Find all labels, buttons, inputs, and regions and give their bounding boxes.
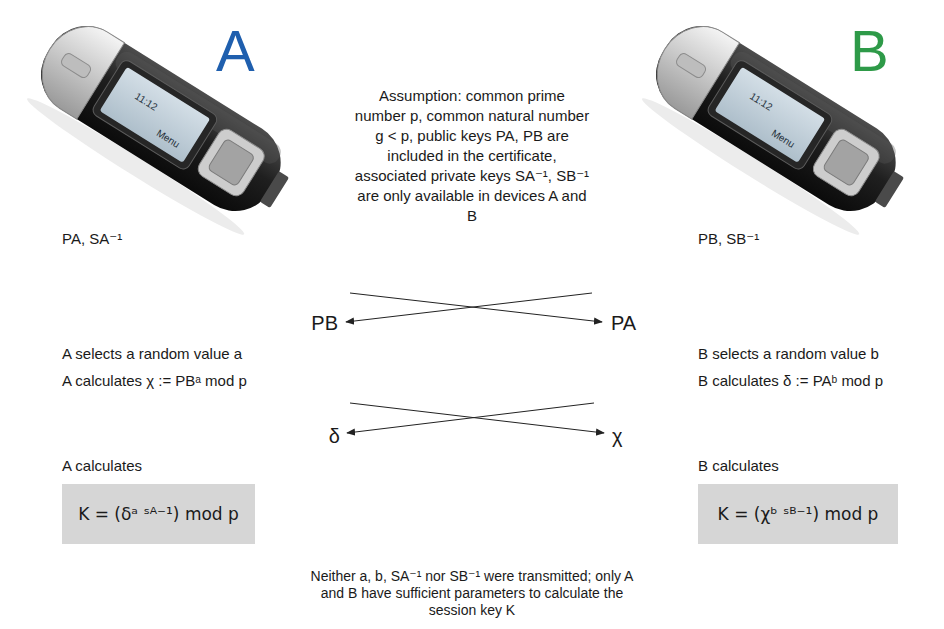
formula-text: K = (χᵇ ˢᴮ⁻¹) mod p bbox=[718, 504, 879, 524]
screen-text: Menu bbox=[154, 127, 182, 150]
screen-text: 11:12 bbox=[748, 90, 775, 113]
conclusion-note: Neither a, b, SA⁻¹ nor SB⁻¹ were transmi… bbox=[300, 568, 644, 619]
device-letter: B bbox=[850, 16, 889, 86]
assumption-note: Assumption: common prime number p, commo… bbox=[354, 86, 590, 226]
device-letter: A bbox=[216, 16, 255, 86]
message-line bbox=[346, 293, 592, 322]
step-text: A calculates χ := PBᵃ mod p bbox=[62, 372, 247, 390]
key-pair-label: PA, SA⁻¹ bbox=[62, 230, 122, 248]
token-device bbox=[16, 11, 303, 246]
key-pair-label: PB, SB⁻¹ bbox=[698, 230, 759, 248]
message-line bbox=[350, 293, 602, 322]
message-label: χ bbox=[612, 424, 623, 448]
key-box: K = (δᵃ ˢᴬ⁻¹) mod p bbox=[62, 484, 255, 544]
message-label: PB bbox=[311, 311, 338, 335]
step-text: B selects a random value b bbox=[698, 345, 879, 363]
key-box: K = (χᵇ ˢᴮ⁻¹) mod p bbox=[698, 484, 898, 544]
formula-text: K = (δᵃ ˢᴬ⁻¹) mod p bbox=[78, 504, 239, 524]
message-label: δ bbox=[329, 424, 340, 448]
step-text: B calculates bbox=[698, 457, 779, 475]
screen-text: Menu bbox=[769, 127, 797, 150]
step-text: A calculates bbox=[62, 457, 142, 475]
screen-text: 11:12 bbox=[133, 90, 160, 113]
message-label: PA bbox=[611, 311, 636, 335]
step-text: B calculates δ := PAᵇ mod p bbox=[698, 372, 883, 390]
exchange-lines bbox=[346, 293, 604, 433]
message-line bbox=[350, 403, 604, 433]
step-text: A selects a random value a bbox=[62, 345, 242, 363]
token-device bbox=[631, 11, 918, 246]
message-line bbox=[347, 403, 594, 433]
